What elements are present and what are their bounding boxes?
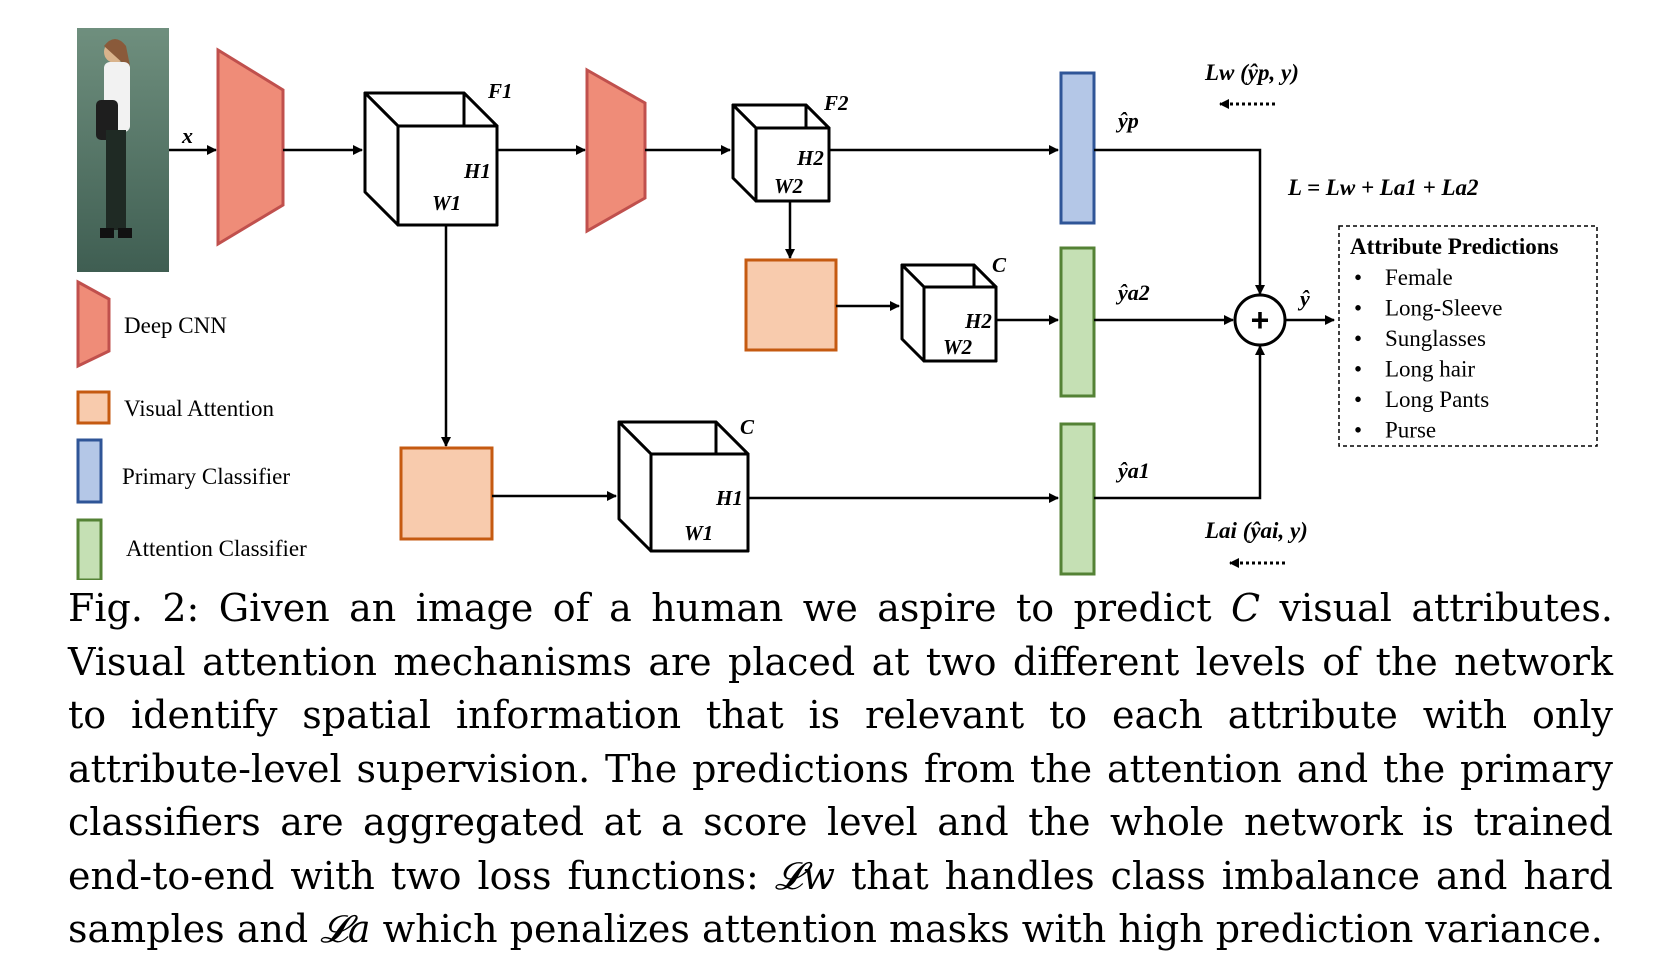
attribute-item: Sunglasses [1385, 326, 1486, 351]
feature-map-f2-cube [731, 103, 831, 203]
architecture-diagram: x F1 H1 W1 F2 H2 W2 ŷp C H2 W2 [76, 28, 1598, 580]
plus-sign: + [1251, 302, 1270, 338]
feature-map-f1-cube [363, 91, 499, 227]
attribute-list: • Female • Long-Sleeve • Sunglasses • Long hair… [1354, 265, 1503, 443]
legend-visual-attention-swatch [76, 390, 111, 425]
h1-label: H1 [463, 159, 491, 183]
attribute-item: Long Pants [1385, 387, 1489, 412]
attention-map-1-cube [617, 420, 750, 553]
legend-attention-classifier-swatch [76, 518, 103, 580]
caption-prefix: Fig. 2: Given an image of a human we asp… [68, 586, 1231, 630]
attention-classifier-block-2 [1059, 246, 1096, 398]
attribute-item: Purse [1385, 418, 1436, 443]
visual-attention-block-1 [399, 446, 494, 541]
input-x-label: x [181, 123, 193, 148]
attribute-bullet: • [1354, 296, 1362, 321]
legend-primary-classifier-label: Primary Classifier [122, 464, 290, 489]
attribute-item: Long-Sleeve [1385, 296, 1503, 321]
c-label-1: C [740, 415, 755, 439]
f1-label: F1 [487, 79, 513, 103]
attention-map-2-cube [900, 263, 998, 363]
legend-primary-classifier-swatch [76, 438, 103, 504]
h2-label: H2 [796, 146, 824, 170]
y-a2-label: ŷa2 [1115, 280, 1150, 305]
w2-label: W2 [774, 174, 804, 198]
legend-deep-cnn-label: Deep CNN [124, 313, 227, 338]
attribute-item: Female [1385, 265, 1453, 290]
attribute-bullet: • [1354, 418, 1362, 443]
c-label-2: C [992, 253, 1007, 277]
attribute-bullet: • [1354, 265, 1362, 290]
attribute-predictions-box: Attribute Predictions • Female • Long-Sleev… [1338, 225, 1598, 447]
h2-label-att: H2 [964, 309, 992, 333]
loss-w-label: Lw (ŷp, y) [1204, 60, 1299, 85]
y-hat-label: ŷ [1297, 286, 1310, 311]
input-person-image [77, 28, 169, 272]
f2-label: F2 [823, 91, 849, 115]
w2-label-att: W2 [943, 335, 973, 359]
legend-visual-attention-label: Visual Attention [124, 396, 275, 421]
caption-lw-symbol: 𝓛w [774, 853, 835, 898]
caption-c-symbol: C [1231, 586, 1261, 630]
primary-classifier-block [1059, 71, 1096, 225]
attribute-bullet: • [1354, 357, 1362, 382]
visual-attention-block-2 [744, 258, 838, 352]
legend-attention-classifier-label: Attention Classifier [126, 536, 307, 561]
legend: Deep CNN Visual Attention Primary Classi… [76, 279, 307, 580]
w1-label: W1 [432, 191, 461, 215]
attribute-item: Long hair [1385, 357, 1475, 382]
w1-label-att: W1 [684, 521, 713, 545]
loss-a-label: Lai (ŷai, y) [1204, 518, 1308, 543]
loss-total-label: L = Lw + La1 + La2 [1287, 175, 1479, 200]
caption-part1: visual attributes. Visual attention mech… [68, 586, 1614, 898]
attribute-predictions-title: Attribute Predictions [1350, 234, 1559, 259]
legend-deep-cnn-swatch [76, 279, 111, 369]
y-p-label: ŷp [1115, 108, 1139, 133]
caption-la-symbol: 𝓛a [320, 907, 371, 951]
h1-label-att: H1 [715, 486, 743, 510]
attribute-bullet: • [1354, 387, 1362, 412]
caption-part2: that handles class imbalance and hard sa… [68, 853, 1613, 952]
attention-classifier-block-1 [1059, 422, 1096, 576]
attribute-bullet: • [1354, 326, 1362, 351]
caption-part3: which penalizes attention masks with hig… [370, 907, 1603, 951]
figure-caption: Fig. 2: Given an image of a human we asp… [68, 582, 1613, 957]
y-a1-label: ŷa1 [1115, 458, 1150, 483]
deep-cnn-block-2 [585, 67, 647, 234]
deep-cnn-block-1 [216, 47, 285, 247]
